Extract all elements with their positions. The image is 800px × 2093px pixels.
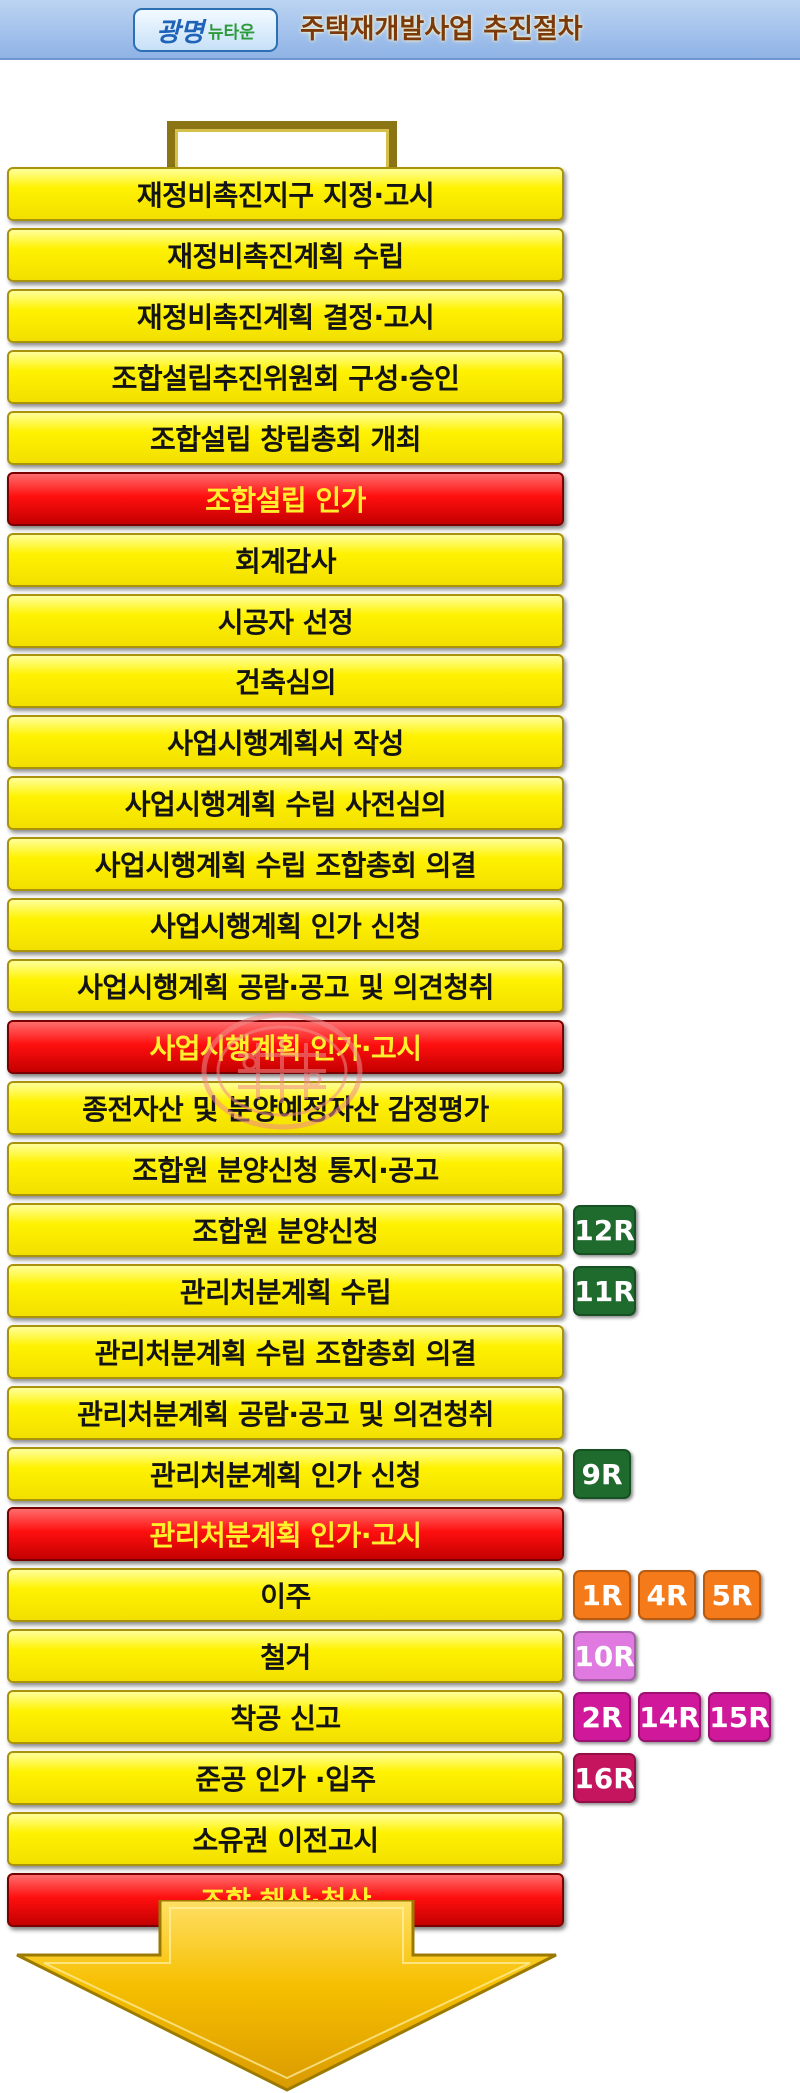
process-step: 종전자산 및 분양예정자산 감정평가 (7, 1081, 564, 1135)
header-banner: 광명 뉴타운 주택재개발사업 추진절차 (0, 0, 800, 60)
process-step: 이주 (7, 1568, 564, 1622)
process-step: 관리처분계획 인가 신청 (7, 1447, 564, 1501)
step-label: 관리처분계획 인가·고시 (149, 1519, 423, 1552)
step-label: 종전자산 및 분양예정자산 감정평가 (82, 1093, 489, 1126)
step-label: 철거 (260, 1641, 311, 1674)
step-label: 착공 신고 (230, 1702, 341, 1735)
gwangmyeong-newtown-logo: 광명 뉴타운 (133, 8, 278, 52)
process-step: 착공 신고 (7, 1690, 564, 1744)
round-badge: 11R (573, 1266, 636, 1316)
process-step: 재정비촉진계획 결정·고시 (7, 289, 564, 343)
process-step: 건축심의 (7, 654, 564, 708)
round-badge: 12R (573, 1205, 636, 1255)
step-label: 사업시행계획 공람·공고 및 의견청취 (77, 971, 494, 1004)
step-label: 건축심의 (234, 666, 337, 699)
process-step: 재정비촉진지구 지정·고시 (7, 167, 564, 221)
step-label: 회계감사 (234, 545, 337, 578)
process-step: 사업시행계획 공람·공고 및 의견청취 (7, 959, 564, 1013)
step-label: 관리처분계획 공람·공고 및 의견청취 (77, 1398, 494, 1431)
process-step: 조합원 분양신청 통지·공고 (7, 1142, 564, 1196)
step-label: 재정비촉진계획 수립 (167, 240, 404, 273)
process-step: 조합원 분양신청 (7, 1203, 564, 1257)
process-step: 관리처분계획 수립 조합총회 의결 (7, 1325, 564, 1379)
step-label: 조합설립추진위원회 구성·승인 (111, 362, 460, 395)
step-label: 조합설립 창립총회 개최 (149, 423, 422, 456)
process-step: 관리처분계획 공람·공고 및 의견청취 (7, 1386, 564, 1440)
page-title: 주택재개발사업 추진절차 (300, 14, 583, 45)
step-label: 사업시행계획서 작성 (167, 727, 404, 760)
step-label: 재정비촉진계획 결정·고시 (136, 301, 435, 334)
step-label: 시공자 선정 (217, 606, 354, 639)
logo-main-text: 광명 (156, 17, 204, 48)
milestone-step: 조합설립 인가 (7, 472, 564, 526)
step-label: 사업시행계획 수립 사전심의 (124, 788, 447, 821)
step-label: 관리처분계획 수립 조합총회 의결 (94, 1337, 477, 1370)
round-badge: 9R (573, 1449, 631, 1499)
process-step: 재정비촉진계획 수립 (7, 228, 564, 282)
process-step: 사업시행계획 수립 조합총회 의결 (7, 837, 564, 891)
process-step: 준공 인가 ·입주 (7, 1751, 564, 1805)
process-step: 사업시행계획서 작성 (7, 715, 564, 769)
step-label: 재정비촉진지구 지정·고시 (136, 179, 435, 212)
round-badge: 16R (573, 1753, 636, 1803)
process-step: 사업시행계획 수립 사전심의 (7, 776, 564, 830)
step-label: 조합원 분양신청 (192, 1215, 379, 1248)
round-badge: 2R (573, 1692, 631, 1742)
round-badge: 14R (638, 1692, 701, 1742)
round-badge: 5R (703, 1570, 761, 1620)
round-badge: 10R (573, 1631, 636, 1681)
process-step: 철거 (7, 1629, 564, 1683)
process-step: 시공자 선정 (7, 594, 564, 648)
step-label: 사업시행계획 인가 신청 (149, 910, 422, 943)
step-label: 관리처분계획 수립 (179, 1276, 392, 1309)
process-step: 회계감사 (7, 533, 564, 587)
round-badge: 4R (638, 1570, 696, 1620)
flow-start-frame (167, 121, 397, 171)
step-label: 소유권 이전고시 (192, 1824, 379, 1857)
process-step: 관리처분계획 수립 (7, 1264, 564, 1318)
round-badge: 15R (708, 1692, 771, 1742)
step-label: 조합설립 인가 (205, 484, 366, 517)
round-badge: 1R (573, 1570, 631, 1620)
process-step: 사업시행계획 인가 신청 (7, 898, 564, 952)
milestone-step: 사업시행계획 인가·고시 (7, 1020, 564, 1074)
logo-sub-text: 뉴타운 (207, 22, 255, 43)
step-label: 관리처분계획 인가 신청 (149, 1459, 422, 1492)
step-label: 조합원 분양신청 통지·공고 (132, 1154, 439, 1187)
down-arrow-icon (16, 1900, 557, 2092)
step-label: 준공 인가 ·입주 (195, 1763, 376, 1796)
milestone-step: 관리처분계획 인가·고시 (7, 1507, 564, 1561)
process-step: 소유권 이전고시 (7, 1812, 564, 1866)
process-step: 조합설립 창립총회 개최 (7, 411, 564, 465)
step-label: 이주 (260, 1580, 311, 1613)
step-label: 사업시행계획 수립 조합총회 의결 (94, 849, 477, 882)
process-step: 조합설립추진위원회 구성·승인 (7, 350, 564, 404)
step-label: 사업시행계획 인가·고시 (149, 1032, 423, 1065)
